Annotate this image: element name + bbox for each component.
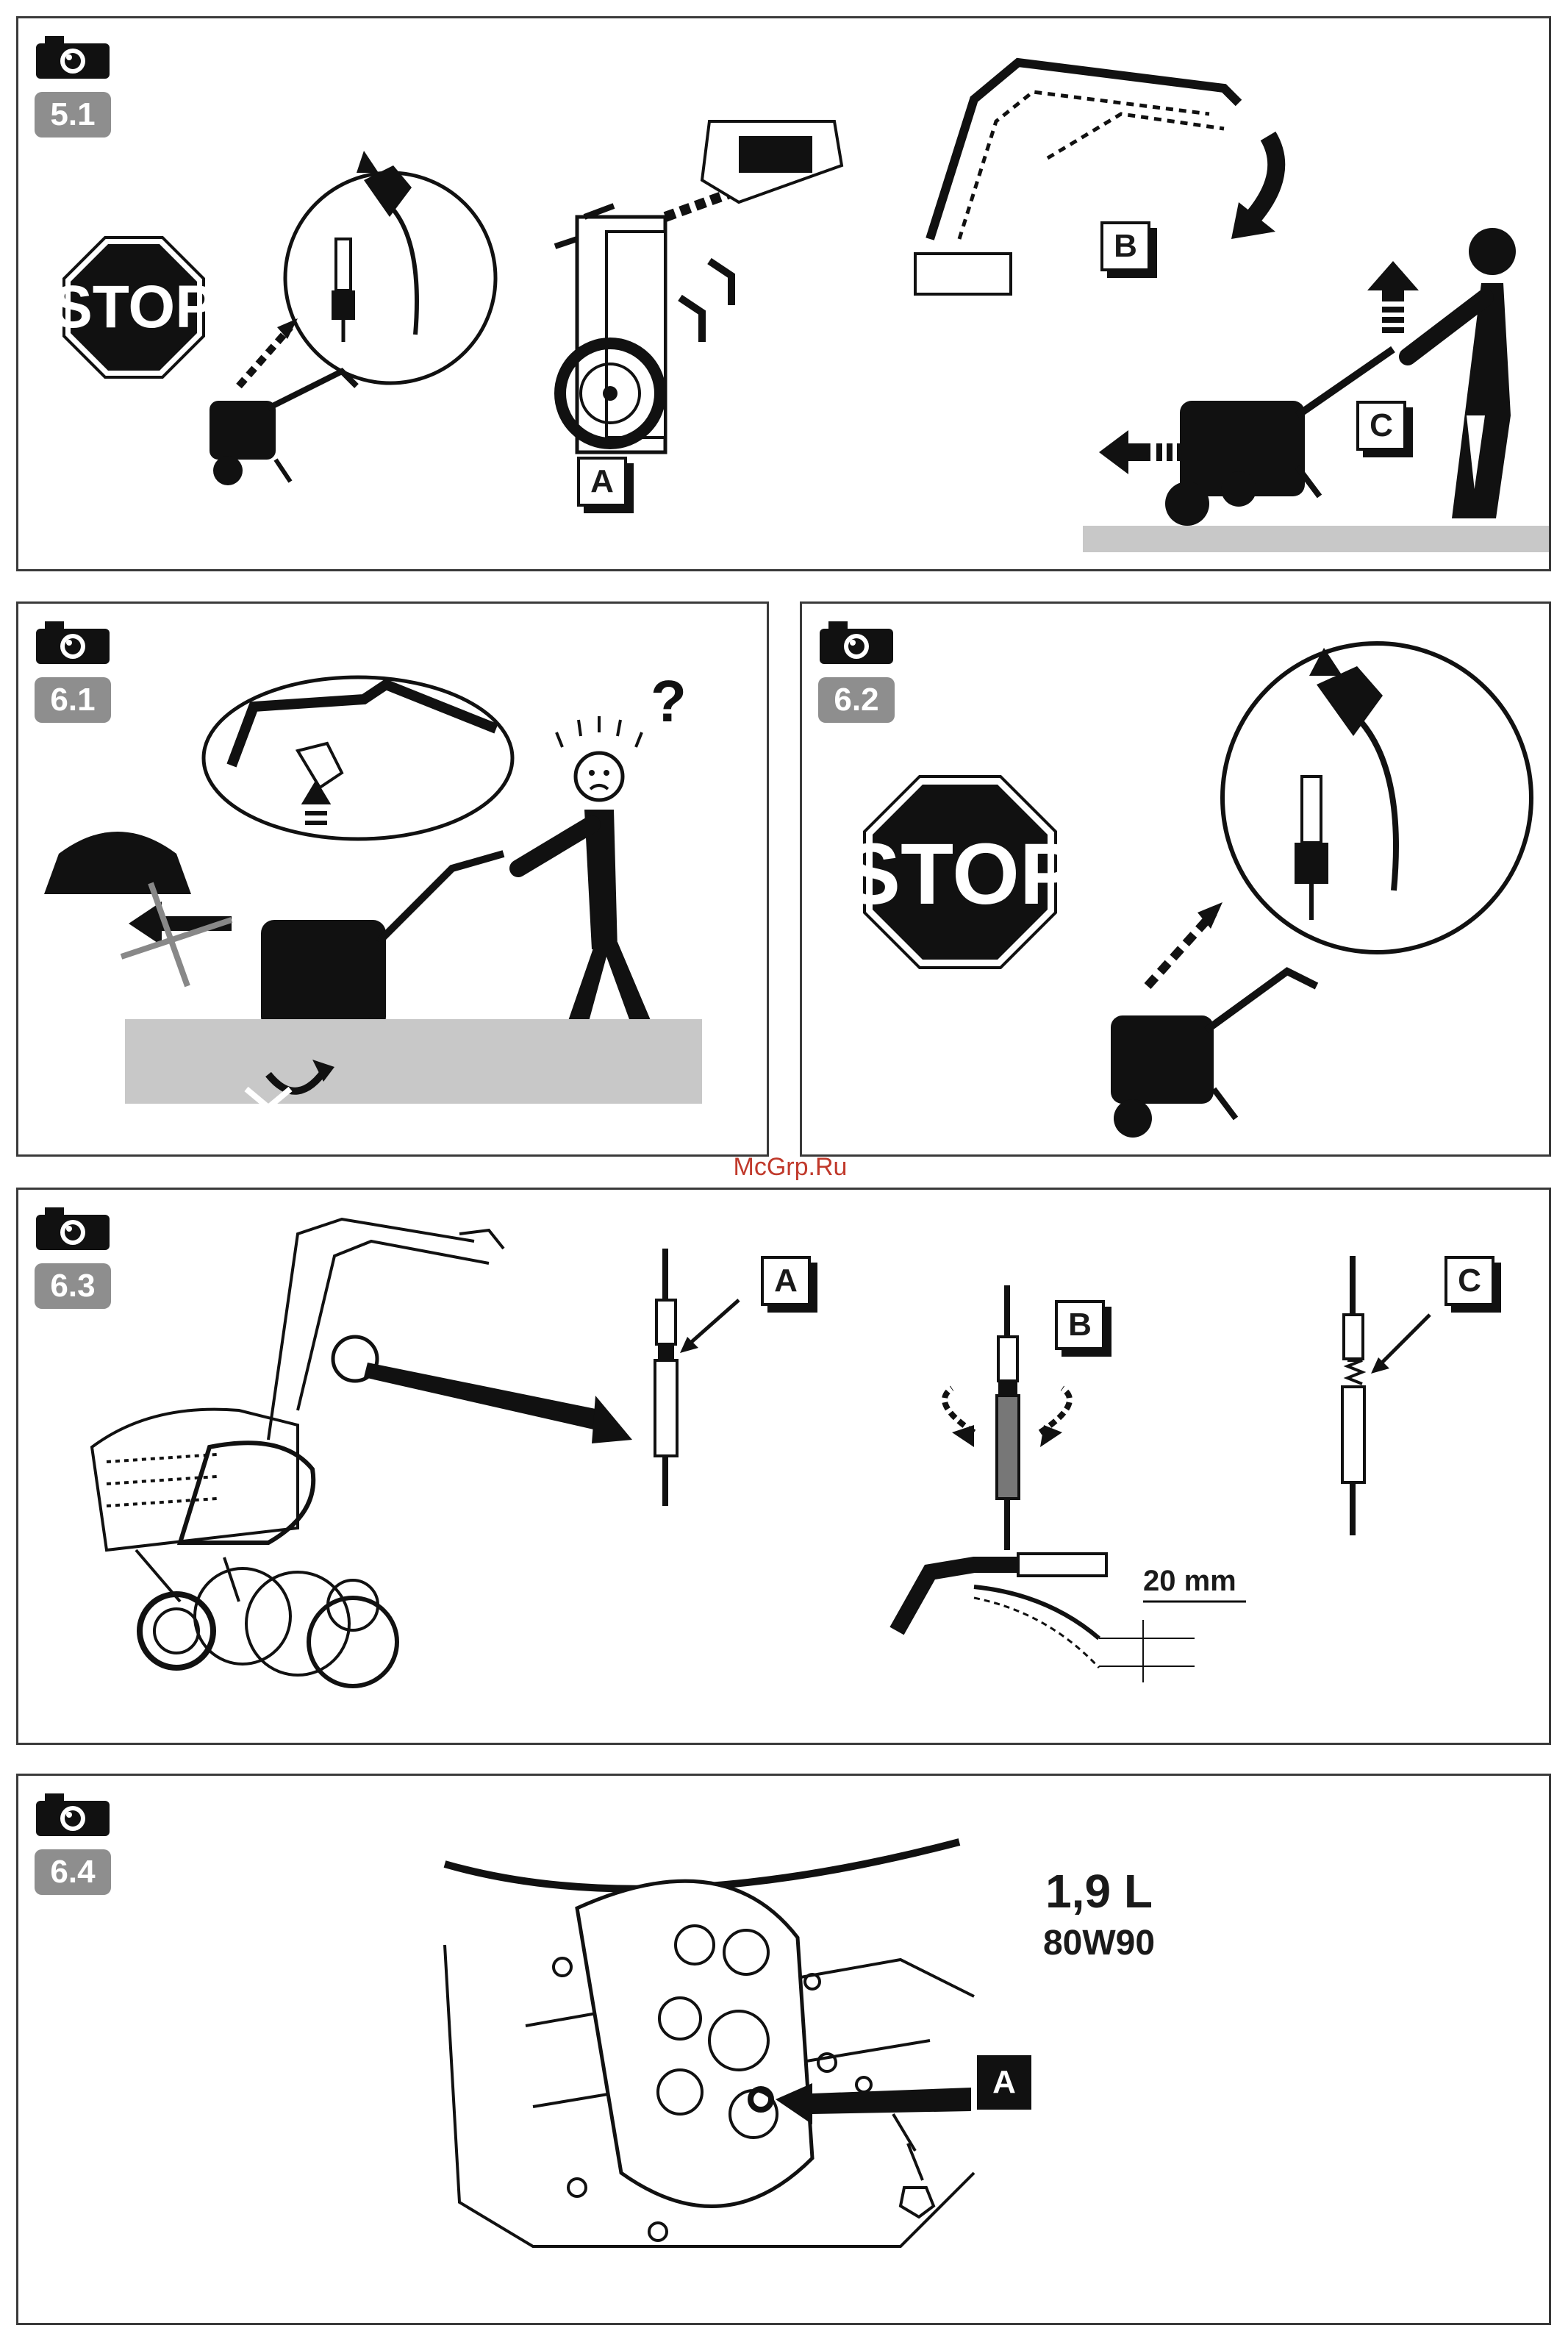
figure-6-4-art bbox=[18, 1776, 1551, 2325]
panel-6-3: 6.3 bbox=[16, 1188, 1551, 1745]
ground bbox=[125, 1019, 702, 1104]
stop-sign-label: STOP bbox=[52, 274, 215, 340]
figure-6-2-art: STOP bbox=[802, 604, 1551, 1157]
question-mark: ? bbox=[651, 668, 687, 734]
oil-volume: 1,9 L bbox=[1018, 1864, 1180, 1918]
watermark: McGrp.Ru bbox=[717, 1153, 864, 1182]
cable-adjuster-a bbox=[655, 1249, 739, 1506]
handlebar-fold bbox=[915, 63, 1276, 294]
panel-6-1: 6.1 ? bbox=[16, 601, 769, 1157]
label-a: A bbox=[577, 457, 627, 507]
figure-6-1-art: ? bbox=[18, 604, 769, 1157]
operator-icon bbox=[1408, 228, 1516, 518]
label-c: C bbox=[1356, 401, 1406, 451]
panel-6-4: 6.4 A 1,9 L 80W90 bbox=[16, 1774, 1551, 2325]
label-a: A bbox=[761, 1256, 811, 1306]
label-c: C bbox=[1445, 1256, 1494, 1306]
measure-label: 20 mm bbox=[1143, 1565, 1236, 1598]
oil-grade: 80W90 bbox=[1018, 1923, 1180, 1963]
control-panel-icon bbox=[44, 832, 191, 894]
label-b: B bbox=[1100, 221, 1150, 271]
cable-adjuster-b bbox=[945, 1285, 1070, 1550]
ground bbox=[1083, 526, 1551, 552]
drain-arrow bbox=[776, 2083, 971, 2124]
arrow-icon bbox=[1367, 261, 1419, 333]
arrow-icon bbox=[1099, 430, 1183, 474]
label-a: A bbox=[977, 2055, 1031, 2110]
tiller-icon bbox=[1111, 971, 1317, 1138]
panel-5-1: 5.1 STOP bbox=[16, 16, 1551, 571]
stop-sign-label: STOP bbox=[842, 826, 1077, 923]
gearbox-drawing bbox=[445, 1842, 974, 2246]
panel-6-2: 6.2 STOP bbox=[800, 601, 1551, 1157]
figure-5-1-art: STOP bbox=[18, 18, 1551, 571]
tiller-icon bbox=[210, 371, 357, 485]
crossed-arrow-icon bbox=[121, 883, 232, 986]
cable-adjuster-c bbox=[1342, 1256, 1430, 1535]
label-b: B bbox=[1055, 1300, 1105, 1350]
pointer bbox=[364, 1363, 606, 1432]
wheel-bracket bbox=[555, 206, 731, 452]
tiller-drawing bbox=[92, 1219, 504, 1686]
machine-mount bbox=[702, 121, 842, 202]
operator-icon bbox=[518, 716, 658, 1038]
